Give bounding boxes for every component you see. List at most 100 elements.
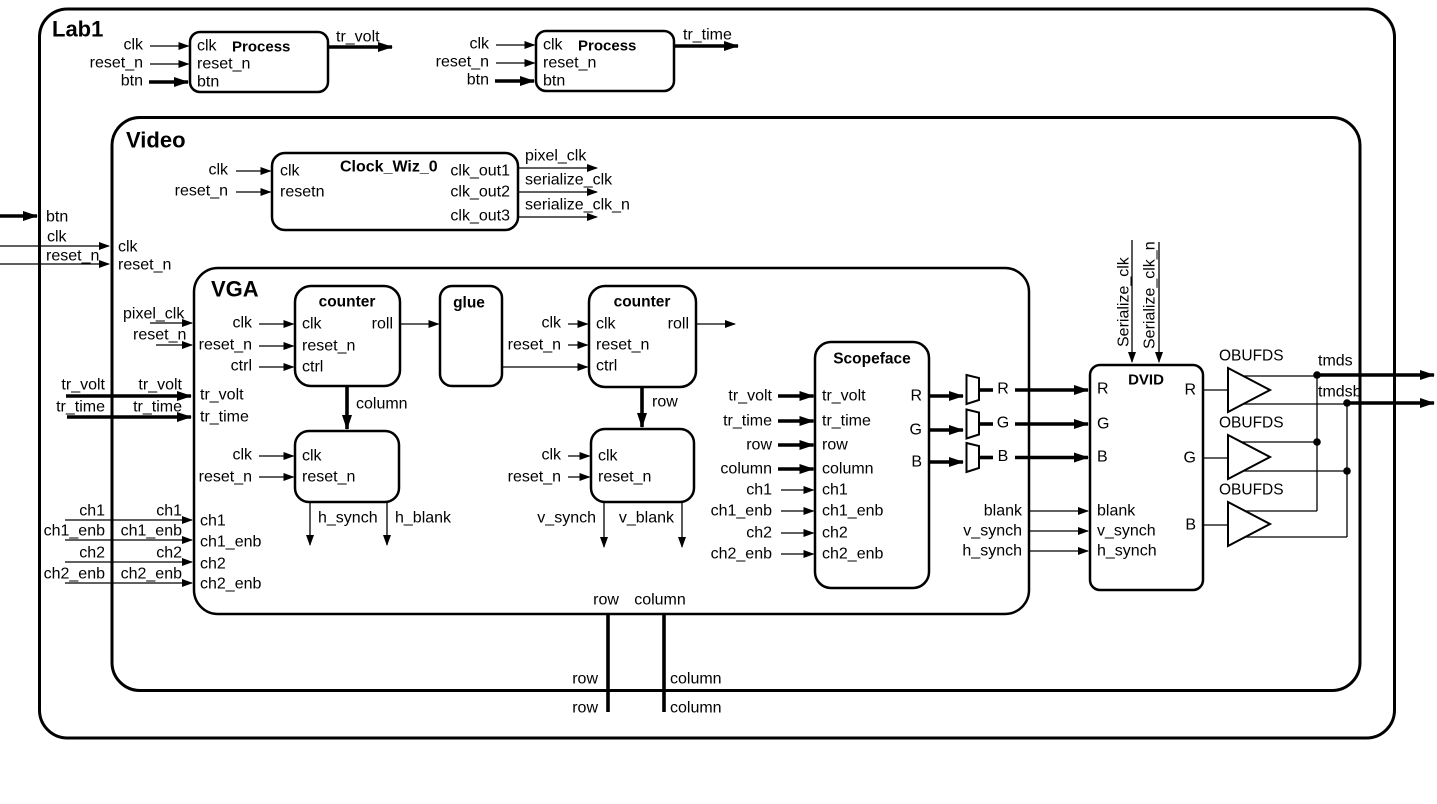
svg-text:blank: blank bbox=[984, 503, 1023, 520]
svg-text:ch2: ch2 bbox=[200, 556, 226, 573]
svg-text:R: R bbox=[1097, 381, 1109, 398]
svg-text:Scopeface: Scopeface bbox=[833, 351, 911, 368]
svg-text:B: B bbox=[911, 454, 922, 471]
svg-text:serialize_clk_n: serialize_clk_n bbox=[525, 197, 630, 214]
svg-text:reset_n: reset_n bbox=[508, 469, 561, 486]
svg-text:ch1_enb: ch1_enb bbox=[822, 503, 883, 520]
svg-text:DVID: DVID bbox=[1128, 372, 1164, 389]
svg-text:clk: clk bbox=[541, 315, 562, 332]
svg-text:glue: glue bbox=[453, 295, 485, 312]
svg-text:ch2_enb: ch2_enb bbox=[121, 566, 182, 583]
svg-text:roll: roll bbox=[372, 316, 393, 333]
svg-text:ch1: ch1 bbox=[156, 503, 182, 520]
svg-text:row: row bbox=[572, 671, 598, 688]
svg-text:R: R bbox=[910, 388, 922, 405]
svg-text:clk: clk bbox=[118, 239, 139, 256]
svg-text:v_synch: v_synch bbox=[537, 510, 596, 527]
svg-text:column: column bbox=[634, 592, 686, 609]
svg-text:h_synch: h_synch bbox=[318, 510, 378, 527]
svg-text:clk: clk bbox=[543, 37, 564, 54]
svg-text:counter: counter bbox=[319, 294, 376, 311]
svg-text:counter: counter bbox=[614, 294, 671, 311]
svg-text:VGA: VGA bbox=[211, 277, 259, 302]
svg-text:column: column bbox=[670, 671, 722, 688]
svg-text:ch1_enb: ch1_enb bbox=[711, 503, 772, 520]
svg-text:tr_volt: tr_volt bbox=[822, 388, 866, 405]
svg-text:reset_n: reset_n bbox=[46, 248, 99, 265]
svg-text:ch2: ch2 bbox=[746, 525, 772, 542]
svg-text:B: B bbox=[1097, 449, 1108, 466]
svg-text:btn: btn bbox=[543, 73, 565, 90]
svg-text:OBUFDS: OBUFDS bbox=[1219, 482, 1284, 499]
svg-text:reset_n: reset_n bbox=[118, 257, 171, 274]
svg-text:OBUFDS: OBUFDS bbox=[1219, 415, 1284, 432]
svg-text:ctrl: ctrl bbox=[231, 358, 252, 375]
svg-text:B: B bbox=[998, 448, 1009, 465]
svg-text:tr_volt: tr_volt bbox=[61, 377, 105, 394]
svg-text:tr_time: tr_time bbox=[683, 27, 732, 44]
svg-text:row: row bbox=[652, 394, 678, 411]
svg-text:row: row bbox=[593, 592, 619, 609]
svg-text:clk: clk bbox=[596, 316, 617, 333]
svg-text:tr_volt: tr_volt bbox=[138, 377, 182, 394]
svg-text:reset_n: reset_n bbox=[199, 337, 252, 354]
svg-text:clk: clk bbox=[232, 447, 253, 464]
svg-text:Serialize_clk: Serialize_clk bbox=[1116, 256, 1133, 347]
svg-text:reset_n: reset_n bbox=[90, 55, 143, 72]
svg-text:ctrl: ctrl bbox=[302, 359, 323, 376]
svg-text:OBUFDS: OBUFDS bbox=[1219, 348, 1284, 365]
svg-text:clk_out2: clk_out2 bbox=[450, 184, 510, 201]
svg-text:ch1: ch1 bbox=[200, 513, 226, 530]
svg-text:btn: btn bbox=[197, 74, 219, 91]
svg-text:v_synch: v_synch bbox=[963, 523, 1022, 540]
svg-text:clk: clk bbox=[302, 448, 323, 465]
svg-text:tr_time: tr_time bbox=[133, 399, 182, 416]
svg-text:ch2_enb: ch2_enb bbox=[44, 566, 105, 583]
svg-text:clk_out3: clk_out3 bbox=[450, 208, 510, 225]
svg-text:pixel_clk: pixel_clk bbox=[525, 148, 587, 165]
svg-text:reset_n: reset_n bbox=[175, 183, 228, 200]
svg-text:R: R bbox=[1184, 382, 1196, 399]
svg-text:h_synch: h_synch bbox=[962, 543, 1022, 560]
svg-text:reset_n: reset_n bbox=[543, 55, 596, 72]
svg-text:G: G bbox=[910, 422, 922, 439]
svg-text:ch2: ch2 bbox=[822, 525, 848, 542]
svg-text:reset_n: reset_n bbox=[197, 56, 250, 73]
svg-text:G: G bbox=[1184, 450, 1196, 467]
svg-text:Lab1: Lab1 bbox=[52, 17, 103, 42]
svg-text:column: column bbox=[356, 396, 408, 413]
svg-text:column: column bbox=[822, 461, 874, 478]
svg-text:R: R bbox=[997, 381, 1009, 398]
svg-text:clk: clk bbox=[208, 162, 229, 179]
svg-text:ch1: ch1 bbox=[79, 503, 105, 520]
svg-text:ch1_enb: ch1_enb bbox=[121, 523, 182, 540]
svg-text:roll: roll bbox=[668, 316, 689, 333]
svg-text:reset_n: reset_n bbox=[436, 54, 489, 71]
svg-text:btn: btn bbox=[46, 209, 68, 226]
svg-text:v_blank: v_blank bbox=[619, 510, 675, 527]
svg-text:reset_n: reset_n bbox=[598, 469, 651, 486]
svg-text:clk: clk bbox=[280, 163, 301, 180]
svg-text:ctrl: ctrl bbox=[596, 358, 617, 375]
svg-text:clk: clk bbox=[302, 316, 323, 333]
svg-text:tmdsb: tmdsb bbox=[1318, 384, 1362, 401]
svg-text:clk: clk bbox=[197, 38, 218, 55]
svg-text:clk: clk bbox=[598, 448, 619, 465]
svg-text:reset_n: reset_n bbox=[133, 327, 186, 344]
svg-text:reset_n: reset_n bbox=[596, 337, 649, 354]
svg-text:tr_volt: tr_volt bbox=[728, 388, 772, 405]
svg-text:ch1: ch1 bbox=[822, 482, 848, 499]
svg-text:Serialize_clk_n: Serialize_clk_n bbox=[1142, 241, 1159, 349]
svg-text:Clock_Wiz_0: Clock_Wiz_0 bbox=[340, 159, 438, 176]
svg-text:column: column bbox=[720, 461, 772, 478]
svg-text:btn: btn bbox=[121, 73, 143, 90]
svg-text:row: row bbox=[746, 437, 772, 454]
svg-text:column: column bbox=[670, 700, 722, 717]
svg-text:G: G bbox=[997, 415, 1009, 432]
svg-text:G: G bbox=[1097, 416, 1109, 433]
svg-text:reset_n: reset_n bbox=[199, 469, 252, 486]
svg-text:ch1_enb: ch1_enb bbox=[44, 523, 105, 540]
svg-text:clk: clk bbox=[123, 37, 144, 54]
svg-text:ch1_enb: ch1_enb bbox=[200, 534, 261, 551]
svg-text:Process: Process bbox=[232, 39, 290, 56]
